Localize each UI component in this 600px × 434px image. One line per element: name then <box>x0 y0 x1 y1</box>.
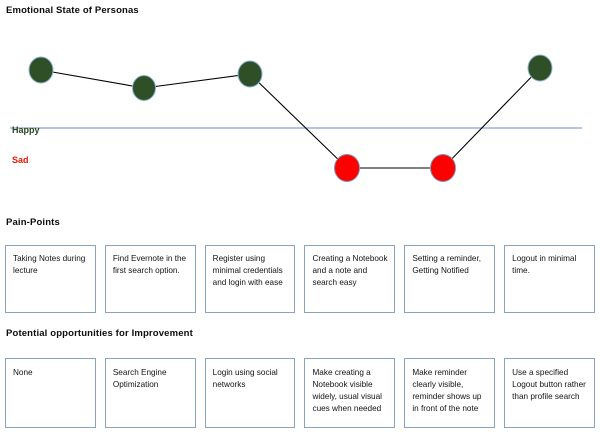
opportunity-card: Use a specified Logout button rather tha… <box>504 358 595 428</box>
opportunity-card: Login using social networks <box>204 358 296 428</box>
pain-point-card: Setting a reminder, Getting Notified <box>404 245 496 313</box>
page-title: Emotional State of Personas <box>6 5 139 16</box>
emotion-line-chart-svg <box>10 54 582 182</box>
opportunity-card: Make reminder clearly visible, reminder … <box>404 358 496 428</box>
emotion-point-3-happy <box>237 60 263 88</box>
opportunity-card: None <box>5 358 96 428</box>
emotion-point-1-happy <box>28 56 54 84</box>
emotion-point-4-sad <box>334 154 360 182</box>
pain-point-card: Logout in minimal time. <box>504 245 595 313</box>
pain-point-card: Creating a Notebook and a note and searc… <box>304 245 396 313</box>
pain-point-card: Find Evernote in the first search option… <box>104 245 196 313</box>
opportunity-card: Search Engine Optimization <box>104 358 196 428</box>
emotion-point-5-sad <box>430 154 456 182</box>
section-heading-opportunities: Potential opportunities for Improvement <box>6 328 193 339</box>
axis-label-happy: Happy <box>12 125 40 135</box>
emotion-point-6-happy <box>527 54 553 82</box>
axis-label-sad: Sad <box>12 155 29 165</box>
pain-point-card: Taking Notes during lecture <box>5 245 96 313</box>
emotional-state-chart: Happy Sad <box>0 18 600 214</box>
opportunities-row: None Search Engine Optimization Login us… <box>5 358 595 428</box>
pain-points-row: Taking Notes during lecture Find Evernot… <box>5 245 595 313</box>
emotion-connector-line <box>40 67 541 169</box>
emotion-point-2-happy <box>132 75 156 101</box>
section-heading-pain-points: Pain-Points <box>6 217 60 228</box>
opportunity-card: Make creating a Notebook visible widely,… <box>304 358 396 428</box>
pain-point-card: Register using minimal credentials and l… <box>204 245 296 313</box>
